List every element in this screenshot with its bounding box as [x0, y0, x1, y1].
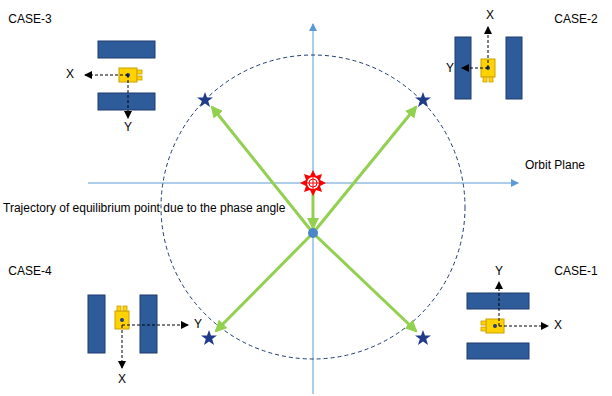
case-1-icon: [467, 282, 548, 359]
star-marks: [197, 92, 431, 345]
case-2-icon: [455, 27, 522, 99]
case-title: CASE-3: [8, 13, 51, 26]
axis: [313, 24, 314, 394]
equilibrium-dot: [308, 228, 318, 238]
case-title: CASE-4: [8, 265, 51, 278]
case-title: CASE-1: [554, 265, 597, 278]
case-4-icon: [88, 295, 188, 368]
green-arrows: [212, 107, 416, 331]
axis-label: Y: [446, 62, 454, 75]
axis-label: X: [486, 9, 494, 22]
axis-label: X: [66, 68, 74, 81]
axis-label: X: [554, 319, 562, 332]
axis-label: Y: [495, 265, 503, 278]
note-text: Trajectory of equilibrium point due to t…: [3, 202, 285, 215]
case-title: CASE-2: [554, 13, 597, 26]
axis-label: Y: [124, 121, 132, 134]
sun-symbol: [300, 170, 326, 196]
axis-label: Y: [194, 318, 202, 331]
axis-label: Orbit Plane: [525, 159, 585, 172]
axis-label: X: [118, 373, 126, 386]
case-3-icon: [85, 41, 155, 118]
